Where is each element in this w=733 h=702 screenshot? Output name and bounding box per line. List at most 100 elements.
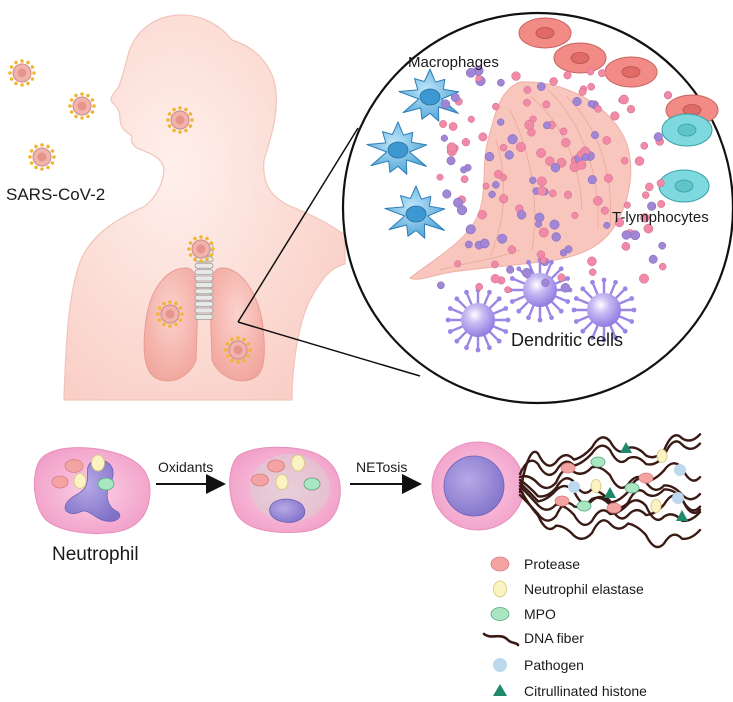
- legend-label-mpo: MPO: [524, 606, 556, 622]
- cytokine-dot: [559, 127, 568, 136]
- pathogen-icon: [493, 658, 507, 672]
- cytokine-dot: [639, 273, 649, 284]
- cytokine-dot: [545, 156, 555, 166]
- cytokine-dot: [543, 121, 551, 130]
- dna-fiber-icon: [482, 632, 520, 647]
- cytokine-dot: [658, 241, 667, 250]
- cytokine-dot: [456, 205, 468, 216]
- mpo-granule: [576, 500, 592, 512]
- cytokine-dot: [521, 267, 532, 278]
- zoom-circle: [341, 11, 733, 405]
- trachea-ring: [194, 281, 214, 288]
- net-neutrophil-cell: [431, 441, 525, 531]
- cytokine-dot: [549, 77, 558, 86]
- cytokine-dot: [587, 256, 597, 267]
- cytokine-dot: [561, 138, 571, 148]
- legend: Protease Neutrophil elastase MPO DNA fib…: [482, 556, 647, 699]
- cytokine-dot: [465, 67, 476, 78]
- pink-cell-nucleus: [570, 52, 590, 64]
- cytokine-dot: [482, 182, 490, 190]
- legend-label-citrullinated-histone: Citrullinated histone: [524, 683, 647, 699]
- cytokine-dot: [467, 115, 475, 123]
- dna-fiber: [518, 477, 702, 506]
- cytokine-dot: [504, 286, 512, 294]
- dna-fiber: [518, 440, 702, 477]
- cytokine-dot: [641, 191, 650, 199]
- cytokine-dot: [630, 230, 641, 241]
- cytokine-dot: [499, 173, 508, 182]
- cytokine-dot: [460, 175, 469, 184]
- zoom-line-bottom: [237, 321, 421, 377]
- cytokine-dot: [564, 245, 573, 254]
- cytokine-dot: [507, 134, 518, 145]
- virus-icon: [156, 300, 184, 328]
- cytokine-dot: [477, 210, 487, 220]
- cytokine-dot: [588, 268, 597, 276]
- citrullinated-histone-marker: [620, 442, 632, 453]
- macrophage-cells: [366, 68, 460, 239]
- cytokine-dot: [516, 210, 527, 220]
- legend-label-dna-fiber: DNA fiber: [524, 630, 584, 646]
- cytokine-dot: [454, 260, 462, 268]
- cytokine-dot: [593, 196, 603, 206]
- cytokine-dot: [626, 105, 636, 114]
- t-lymphocyte-nucleus: [674, 179, 694, 193]
- cytokine-dot: [506, 265, 515, 274]
- cytokine-dot: [537, 186, 547, 196]
- cytokine-dot: [534, 212, 545, 223]
- trachea-ring: [194, 313, 214, 320]
- cytokine-dot: [504, 150, 514, 160]
- cytokine-dot: [582, 153, 590, 161]
- cytokine-dot: [535, 220, 543, 228]
- virus-icon: [28, 143, 56, 171]
- cytokine-dot: [619, 94, 629, 105]
- trachea-ring: [194, 275, 214, 282]
- cytokine-dot: [446, 142, 457, 153]
- cytokine-dot: [614, 217, 625, 228]
- cytokine-dot: [657, 200, 666, 208]
- cytokine-dot: [647, 201, 657, 211]
- cytokine-dot: [539, 256, 548, 264]
- dna-fiber: [518, 462, 702, 490]
- macrophage-nucleus: [387, 141, 409, 159]
- cytokine-dot: [640, 213, 650, 223]
- oxidants-label: Oxidants: [158, 459, 213, 475]
- cytokine-dot: [557, 273, 566, 282]
- cytokine-dot: [658, 262, 667, 271]
- cytokine-dot: [645, 182, 654, 192]
- cytokine-dot: [542, 100, 551, 109]
- protease-granule: [606, 502, 622, 514]
- cytokine-dot: [563, 190, 573, 199]
- legend-label-pathogen: Pathogen: [524, 657, 584, 673]
- pathogen-particle: [672, 492, 684, 504]
- cytokine-dot: [450, 93, 460, 102]
- cytokine-dot: [499, 194, 509, 204]
- cytokine-dot: [446, 156, 456, 166]
- elastase-granule: [590, 479, 602, 493]
- dendritic-cell: [571, 277, 637, 343]
- protease-granule: [560, 462, 576, 474]
- virus-icon: [8, 59, 36, 87]
- virus-particles: [8, 59, 252, 364]
- cytokine-dot: [643, 223, 654, 234]
- cytokine-dot: [524, 119, 535, 130]
- pathogen-particle: [674, 464, 686, 476]
- cytokine-dot: [491, 260, 499, 269]
- cytokine-dot: [602, 136, 611, 145]
- dendritic-cell: [507, 257, 573, 323]
- cytokine-dot: [499, 143, 508, 152]
- neutrophil-label: Neutrophil: [52, 544, 139, 565]
- trachea-ring: [194, 269, 214, 276]
- mpo-granule: [624, 482, 640, 494]
- cytokine-dot: [464, 240, 473, 249]
- cytokine-dot: [572, 96, 582, 107]
- human-silhouette: [63, 14, 346, 401]
- cytokine-dot: [587, 82, 596, 91]
- cytokine-dot: [648, 254, 658, 264]
- lung-tissue: [409, 81, 632, 280]
- cytokine-dot: [551, 232, 561, 242]
- cytokine-dot: [594, 105, 602, 113]
- tissue-line: [565, 95, 611, 227]
- virus-label: SARS-CoV-2: [6, 185, 105, 204]
- cytokine-dot: [576, 160, 587, 170]
